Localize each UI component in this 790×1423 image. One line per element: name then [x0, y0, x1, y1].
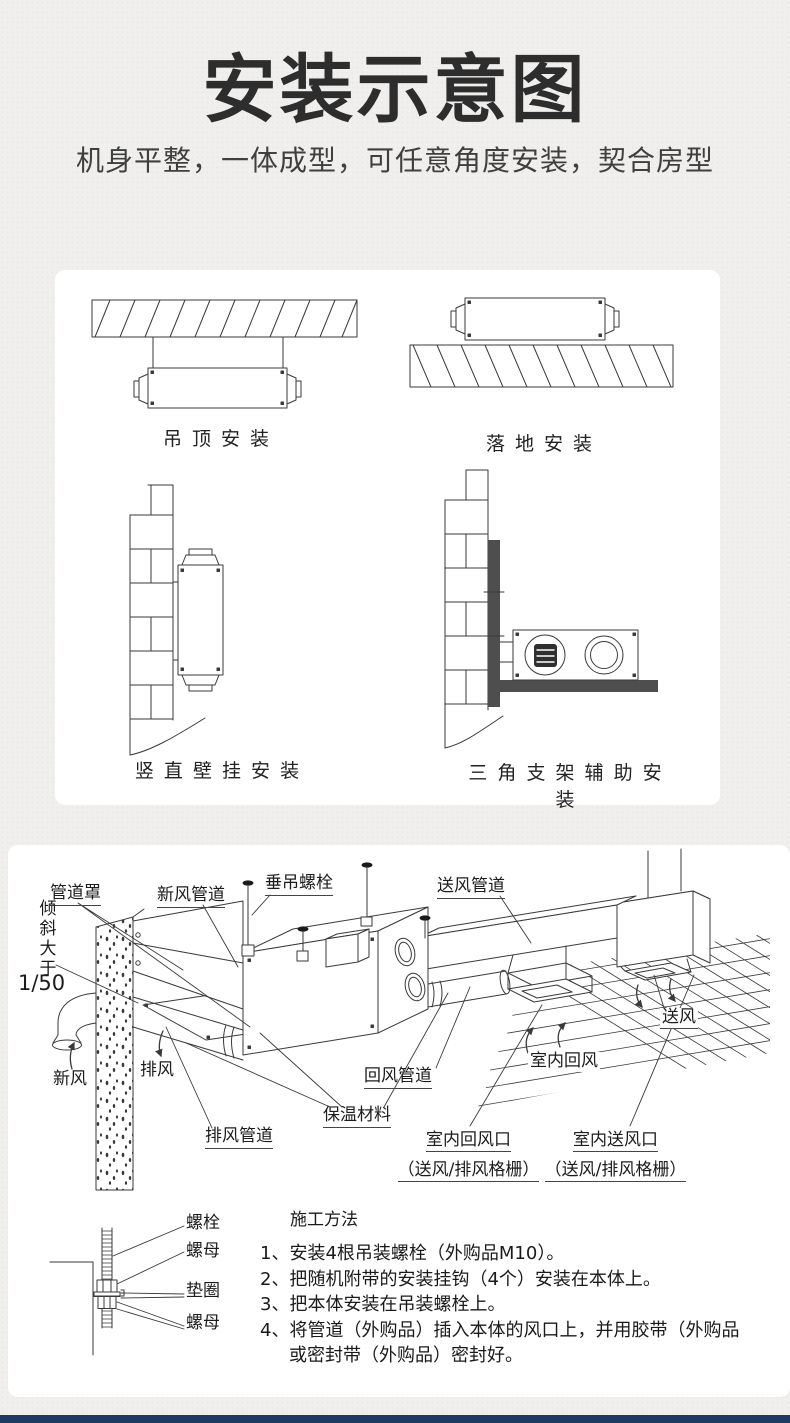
outdoor-elbow: [52, 992, 97, 1051]
bolt-label: 螺栓: [186, 1213, 220, 1233]
return-duct-label: 回风管道: [364, 1066, 432, 1089]
fresh-air-duct-label: 新风管道: [157, 885, 225, 908]
washer-label: 垫圈: [186, 1281, 220, 1301]
fresh-air-label: 新风: [53, 1069, 87, 1089]
instruction-step: 或密封带（外购品）密封好。: [289, 1345, 523, 1367]
outlet-box: [616, 848, 711, 968]
supply-grille-line1: 室内送风口: [573, 1125, 658, 1152]
install-methods-panel: 吊 顶 安 装 落 地 安 装 竖 直 壁 挂 安 装 三 角 支 架 辅 助 …: [55, 270, 720, 811]
diffuser-supply: [620, 958, 692, 981]
footer-accent-bar: [0, 1415, 790, 1423]
nut-lower-label: 螺母: [186, 1313, 220, 1333]
hanging-bolt-label: 垂吊螺栓: [265, 873, 333, 896]
indoor-return-air-label: 室内回风: [528, 1051, 600, 1072]
wall: [95, 908, 145, 1191]
instruction-step: 2、把随机附带的安装挂钩（4个）安装在本体上。: [260, 1268, 661, 1290]
wall-install-label: 竖 直 壁 挂 安 装: [134, 760, 302, 782]
bracket-install-drawing: [444, 469, 658, 749]
nut-upper-label: 螺母: [186, 1241, 220, 1261]
instruction-step: 1、安装4根吊装螺栓（外购品M10）。: [260, 1243, 565, 1264]
bolt-detail-drawing: [49, 1227, 125, 1356]
unit-body: [242, 906, 429, 1056]
tilt-note-label: 倾斜大于: [35, 899, 56, 979]
wall-install-drawing: [129, 484, 224, 756]
return-duct: [421, 969, 511, 1009]
supply-air-label: 送风: [660, 1007, 698, 1029]
bracket-install-label: 三 角 支 架 辅 助 安 装: [468, 762, 664, 811]
supply-duct: [419, 895, 637, 971]
return-grille-label: 室内回风口 （送风/排风格栅）: [391, 1125, 546, 1185]
exhaust-duct-label: 排风管道: [205, 1126, 273, 1149]
exhaust-duct: [132, 996, 244, 1061]
schematic-panel: 管道罩 倾斜大于 1/50 新风管道 垂吊螺栓 送风管道 送风 室内回风 新风 …: [8, 845, 790, 1397]
header: 安装示意图 机身平整，一体成型，可任意角度安装，契合房型: [0, 0, 790, 179]
instruction-step: 4、将管道（外购品）插入本体的风口上，并用胶带（外购品: [260, 1319, 740, 1341]
instructions-heading: 施工方法: [290, 1210, 358, 1230]
hanging-bolts: [241, 862, 431, 962]
page-subtitle: 机身平整，一体成型，可任意角度安装，契合房型: [75, 144, 714, 178]
ceiling-install-drawing: [91, 299, 358, 409]
schematic-art: [49, 848, 770, 1356]
supply-grille-label: 室内送风口 （送风/排风格栅）: [538, 1125, 693, 1185]
return-grille-line1: 室内回风口: [426, 1125, 511, 1152]
install-methods-art: [91, 297, 674, 756]
instruction-step: 3、把本体安装在吊装螺栓上。: [260, 1294, 506, 1316]
airflow-arrows: [67, 978, 676, 1070]
ceiling-install-label: 吊 顶 安 装: [162, 428, 272, 450]
pipe-cover-label: 管道罩: [50, 883, 101, 906]
tilt-ratio-label: 1/50: [18, 971, 66, 995]
floor-install-drawing: [409, 297, 674, 388]
floor-install-label: 落 地 安 装: [485, 433, 595, 455]
diffuser-return: [507, 945, 593, 1003]
return-grille-line2: （送风/排风格栅）: [397, 1155, 540, 1182]
exhaust-air-label: 排风: [140, 1060, 174, 1080]
supply-duct-label: 送风管道: [437, 876, 505, 899]
page-title: 安装示意图: [202, 47, 588, 133]
instructions: 施工方法 1、安装4根吊装螺栓（外购品M10）。 2、把随机附带的安装挂钩（4个…: [260, 1205, 780, 1369]
supply-grille-line2: （送风/排风格栅）: [544, 1155, 687, 1182]
insulation-label: 保温材料: [323, 1105, 391, 1128]
